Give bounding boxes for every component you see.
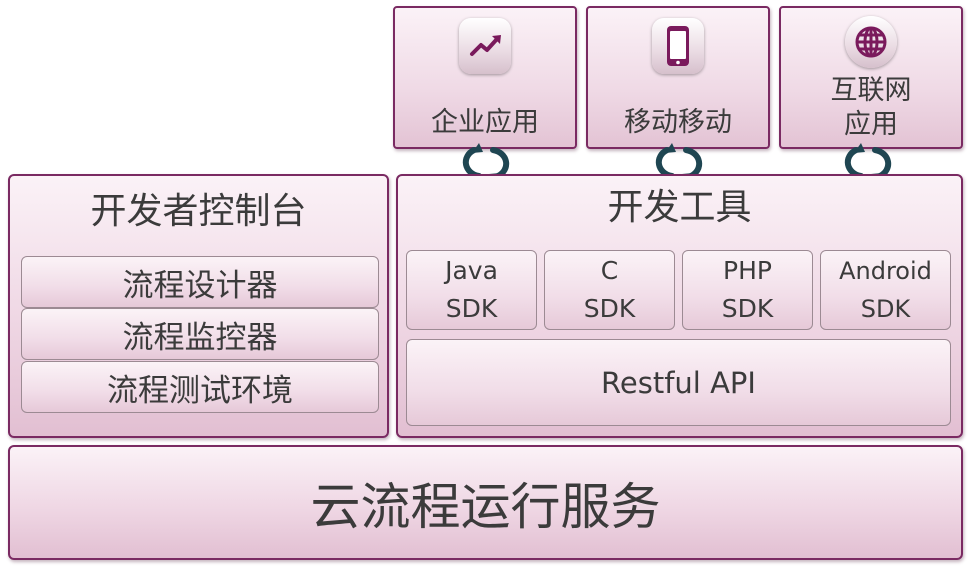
trend-chart-icon [459,18,511,74]
c-sdk-box: C SDK [544,250,675,330]
sdk-name: Android [839,257,932,285]
sdk-suffix: SDK [583,294,636,323]
app-box-internet: 互联网 应用 [779,6,963,149]
process-test-env-item: 流程测试环境 [21,361,379,413]
mobile-phone-icon [652,18,704,74]
developer-tools-title: 开发工具 [607,187,752,228]
sdk-name: C [600,256,619,285]
restful-api-box: Restful API [406,339,951,426]
sdk-name: Java [445,256,498,285]
developer-console-panel: 开发者控制台 流程设计器 流程监控器 流程测试环境 [8,174,389,438]
process-monitor-item: 流程监控器 [21,308,379,360]
process-designer-item: 流程设计器 [21,256,379,308]
sdk-suffix: SDK [445,294,498,323]
cloud-process-service-panel: 云流程运行服务 [8,445,963,560]
java-sdk-box: Java SDK [406,250,537,330]
globe-icon [845,16,897,68]
sdk-name: PHP [723,256,772,285]
android-sdk-box: Android SDK [820,250,951,330]
sdk-suffix: SDK [860,295,911,323]
php-sdk-box: PHP SDK [682,250,813,330]
app-label-mobile: 移动移动 [624,107,732,138]
app-box-enterprise: 企业应用 [393,6,577,149]
cloud-process-service-title: 云流程运行服务 [310,477,661,536]
app-label-internet-line1: 互联网 [830,75,912,106]
app-label-internet-line2: 应用 [844,109,898,140]
app-box-mobile: 移动移动 [586,6,770,149]
developer-tools-panel: 开发工具 Java SDK C SDK PHP SDK Android SDK … [396,174,963,438]
sdk-suffix: SDK [721,294,774,323]
app-label-enterprise: 企业应用 [431,107,539,138]
developer-console-title: 开发者控制台 [90,191,307,232]
